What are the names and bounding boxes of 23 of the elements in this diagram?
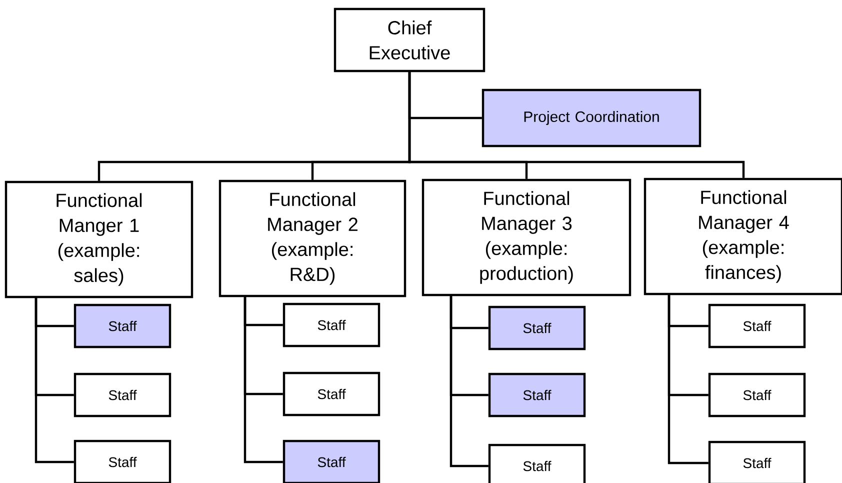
manager-box: Functional Manager 4 (example: finances) (644, 178, 842, 296)
staff-box: Staff (708, 440, 806, 483)
staff-box: Staff (74, 304, 172, 348)
connector-line (408, 72, 745, 178)
staff-box: Staff (708, 372, 806, 418)
manager-box: Functional Manger 1 (example: sales) (4, 180, 194, 298)
staff-box: Staff (74, 440, 172, 483)
executive-box: Chief Executive (334, 8, 486, 72)
connector-line (668, 295, 708, 464)
manager-box: Functional Manager 3 (example: production) (422, 178, 632, 296)
staff-box: Staff (282, 302, 380, 348)
staff-box: Staff (488, 306, 586, 350)
connector-line (450, 296, 488, 468)
staff-box: Staff (488, 444, 586, 483)
connector-line (244, 297, 283, 464)
connector-line (34, 298, 74, 464)
coordination-box: Project Coordination (482, 88, 702, 148)
manager-box: Functional Manager 2 (example: R&D) (218, 180, 406, 298)
staff-box: Staff (282, 440, 380, 483)
staff-box: Staff (74, 372, 172, 418)
staff-box: Staff (708, 304, 806, 348)
staff-box: Staff (488, 372, 586, 418)
staff-box: Staff (282, 372, 380, 416)
